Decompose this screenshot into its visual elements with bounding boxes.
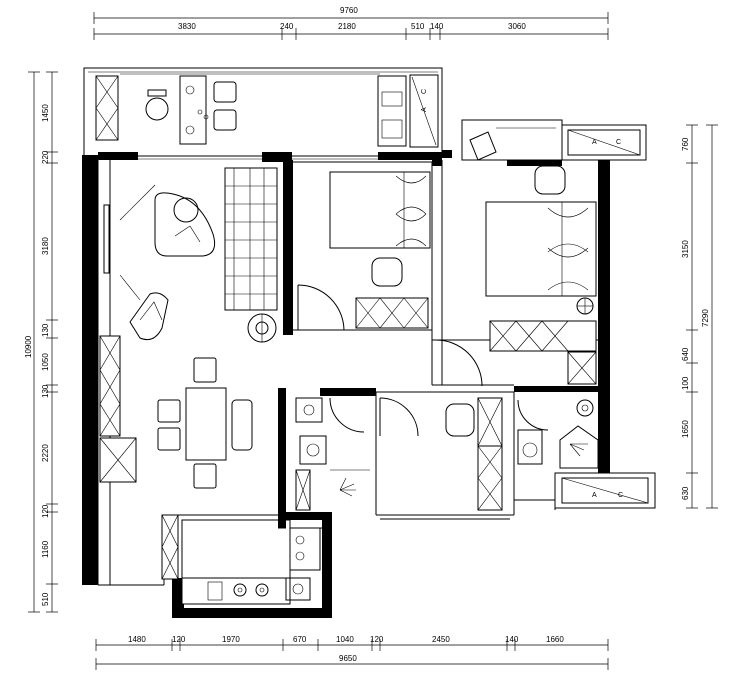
bedroom2-chair (371, 257, 403, 287)
bedroom2-bed (329, 171, 431, 249)
top-seg-4: 510 (411, 22, 425, 31)
balcony-table (179, 75, 207, 145)
bottom-seg-9: 1660 (546, 635, 564, 644)
left-seg-6: 130 (41, 384, 50, 398)
right-seg-2: 3150 (681, 240, 690, 258)
bedroom3 (445, 397, 503, 511)
top-seg-5: 140 (430, 22, 444, 31)
right-seg-6: 630 (681, 486, 690, 500)
master-wardrobe (489, 320, 597, 385)
sofa (224, 167, 278, 311)
ac-unit-bath: A C (554, 472, 656, 509)
right-total-label: 7290 (701, 309, 710, 327)
living-cabinets (99, 335, 137, 483)
left-seg-4: 130 (41, 323, 50, 337)
ac-unit-master: A C (561, 124, 647, 161)
left-seg-10: 510 (41, 592, 50, 606)
top-total-label: 9760 (340, 6, 358, 15)
master-door (435, 339, 483, 387)
left-seg-2: 220 (41, 150, 50, 164)
bottom-seg-4: 670 (293, 635, 307, 644)
tv-wall (103, 184, 156, 301)
left-seg-9: 1160 (41, 540, 50, 558)
bedroom2-wardrobe (355, 297, 429, 329)
left-dimensions: 10900 1450 220 3180 130 1050 130 2220 12… (24, 71, 58, 613)
ac-label-a3: A (421, 107, 428, 112)
ac-label-a: A (592, 139, 597, 146)
bottom-dimensions: 1480 120 1970 670 1040 120 2450 140 1660… (95, 635, 609, 670)
floor-lamp (247, 313, 277, 343)
bathroom-1 (295, 397, 370, 511)
bathroom-2 (517, 399, 599, 469)
master-chair (534, 165, 566, 195)
bottom-seg-8: 140 (505, 635, 519, 644)
left-seg-1: 1450 (41, 104, 50, 122)
right-dimensions: 760 3150 640 100 1650 630 7290 (681, 124, 718, 509)
bottom-seg-3: 1970 (222, 635, 240, 644)
washing-machine (377, 75, 407, 147)
left-seg-5: 1050 (41, 353, 50, 371)
right-seg-4: 100 (681, 376, 690, 390)
balcony-storage (95, 75, 119, 141)
lounge-chair (154, 192, 216, 257)
top-seg-2: 240 (280, 22, 294, 31)
bottom-seg-2: 120 (172, 635, 186, 644)
balcony-north (83, 67, 443, 160)
bottom-seg-1: 1480 (128, 635, 146, 644)
dining-table (157, 357, 253, 489)
left-seg-3: 3180 (41, 237, 50, 255)
left-total-label: 10900 (24, 335, 33, 358)
bottom-seg-6: 120 (370, 635, 384, 644)
right-seg-1: 760 (681, 137, 690, 151)
walls (82, 150, 610, 618)
bottom-seg-7: 2450 (432, 635, 450, 644)
right-seg-5: 1650 (681, 420, 690, 438)
balcony-stools (203, 81, 237, 131)
bedroom2-door (297, 284, 345, 331)
ac-label-c2: C (618, 492, 623, 499)
ac-unit-balcony: A C (409, 74, 439, 148)
armchair (129, 292, 169, 341)
master-nightstand (576, 297, 594, 315)
left-seg-7: 2220 (41, 444, 50, 462)
bottom-total-label: 9650 (339, 654, 357, 663)
balcony-chair (145, 89, 169, 121)
master-bed (485, 201, 597, 297)
top-seg-1: 3830 (178, 22, 196, 31)
top-dimensions: 9760 3830 240 2180 510 140 3060 (93, 6, 609, 40)
top-seg-6: 3060 (508, 22, 526, 31)
bathroom-door (379, 397, 419, 437)
right-seg-3: 640 (681, 347, 690, 361)
kitchen (161, 514, 321, 605)
master-balcony (461, 119, 563, 161)
door-openings (138, 152, 378, 160)
ac-label-c3: C (421, 89, 428, 94)
ac-label-a2: A (592, 492, 597, 499)
bottom-seg-5: 1040 (336, 635, 354, 644)
ac-label-c: C (616, 139, 621, 146)
left-seg-8: 120 (41, 504, 50, 518)
top-seg-3: 2180 (338, 22, 356, 31)
